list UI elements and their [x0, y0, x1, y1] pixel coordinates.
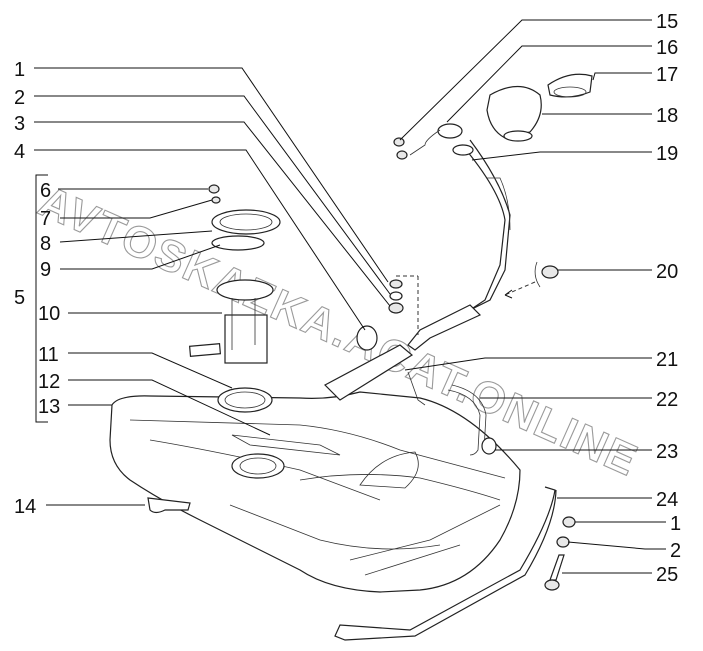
callout-11: 11	[38, 344, 59, 366]
callout-4: 4	[14, 141, 25, 163]
callout-24: 24	[656, 489, 678, 511]
spring-washer-part	[556, 536, 570, 548]
callout-2-right: 2	[670, 540, 681, 562]
nut-part	[396, 150, 408, 160]
filler-neck-boot-part	[486, 85, 542, 139]
callout-18: 18	[656, 105, 678, 127]
bracket-part	[147, 497, 191, 514]
hose-clamp-part	[356, 325, 378, 351]
callout-13: 13	[38, 396, 60, 418]
callout-17: 17	[656, 64, 678, 86]
callout-15: 15	[656, 11, 678, 33]
callout-labels-right: 15 16 17 18 19 20 21 22 23 24 1 2 25	[656, 11, 681, 586]
callout-6: 6	[40, 180, 51, 202]
callout-23: 23	[656, 441, 678, 463]
callout-21: 21	[656, 349, 678, 371]
washer-part	[211, 196, 221, 204]
filler-pipe-part	[407, 139, 511, 351]
filler-hose-part	[324, 344, 414, 401]
washer-part	[562, 516, 576, 528]
filler-cap-part	[437, 123, 463, 139]
callout-3: 3	[14, 113, 25, 135]
hose-clamp-part	[481, 437, 497, 455]
callout-16: 16	[656, 37, 678, 59]
callout-20: 20	[656, 261, 678, 283]
leader-lines	[34, 19, 666, 574]
callout-labels-left: 1 2 3 4 5 6 7 8 9 10 11 12 13 14	[14, 59, 60, 518]
nut-part	[393, 137, 405, 147]
callout-1: 1	[14, 59, 25, 81]
flange-nut-part	[541, 265, 559, 279]
callout-14: 14	[14, 496, 36, 518]
callout-19: 19	[656, 143, 678, 165]
vent-hose-part	[447, 389, 481, 456]
callout-7: 7	[40, 208, 51, 230]
callout-12: 12	[38, 371, 60, 393]
seal-ring-part	[211, 235, 265, 251]
callout-5: 5	[14, 287, 25, 309]
bolt-part	[549, 554, 565, 581]
callout-10: 10	[38, 303, 60, 325]
callout-1-right: 1	[670, 513, 681, 535]
nut-part	[208, 184, 220, 194]
fuel-tank-part	[109, 391, 521, 593]
callout-9: 9	[40, 259, 51, 281]
callout-2: 2	[14, 87, 25, 109]
callout-22: 22	[656, 389, 678, 411]
callout-25: 25	[656, 564, 678, 586]
fuel-pump-module-part	[188, 279, 274, 364]
seal-part	[547, 73, 593, 98]
callout-8: 8	[40, 233, 51, 255]
tank-strap-part	[334, 486, 557, 641]
